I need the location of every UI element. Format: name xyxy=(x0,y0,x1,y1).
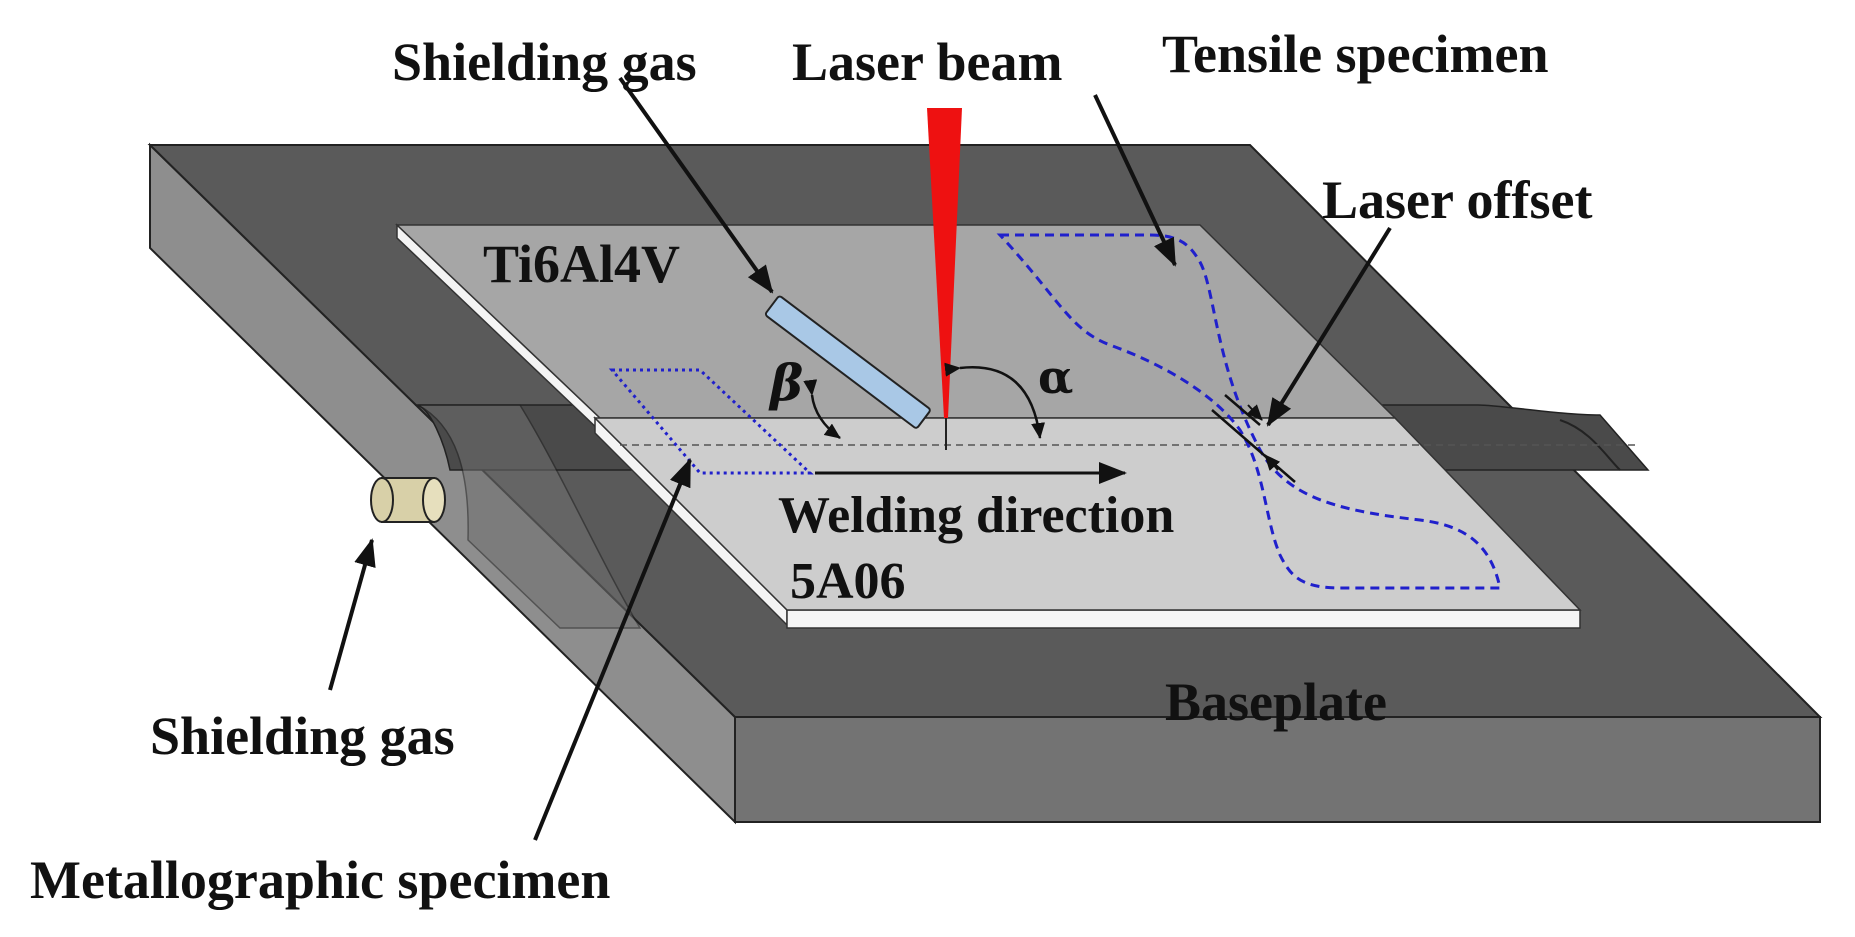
label-shielding-gas-top: Shielding gas xyxy=(392,32,697,92)
leader-shielding-gas-bottom xyxy=(328,538,376,691)
laser-beam xyxy=(927,108,962,418)
label-baseplate: Baseplate xyxy=(1165,672,1387,732)
label-welding-direction: Welding direction xyxy=(778,487,1174,544)
gas-channel-cut xyxy=(417,404,642,629)
label-laser-beam: Laser beam xyxy=(792,32,1062,92)
label-tensile-specimen: Tensile specimen xyxy=(1162,24,1549,84)
laser-offset-marker xyxy=(1211,394,1296,483)
label-metallographic-specimen: Metallographic specimen xyxy=(30,850,610,910)
label-angle-alpha: α xyxy=(1038,350,1073,404)
leader-laser-offset xyxy=(1266,226,1392,427)
alpha-angle-arc xyxy=(944,362,1046,439)
baseplate-front-face xyxy=(734,716,1821,823)
shielding-gas-nozzle xyxy=(764,295,931,429)
label-shielding-gas-bottom: Shielding gas xyxy=(150,706,455,766)
baseplate-right-notch xyxy=(1559,419,1621,471)
5a06-plate xyxy=(593,416,1640,629)
label-laser-offset: Laser offset xyxy=(1322,170,1592,230)
label-ti6al4v: Ti6Al4V xyxy=(483,234,680,294)
label-angle-beta: β xyxy=(768,353,803,412)
5a06-plate-edge-front xyxy=(786,609,1581,629)
label-5a06: 5A06 xyxy=(790,553,906,610)
5a06-plate-top xyxy=(593,417,1582,611)
tensile-specimen-outline xyxy=(996,233,1502,590)
gas-inlet-fitting xyxy=(370,477,446,523)
leader-metallographic-specimen xyxy=(533,458,692,841)
leader-shielding-gas-top xyxy=(618,76,774,294)
leader-tensile-specimen xyxy=(1093,94,1177,267)
beta-angle-arc xyxy=(803,379,841,440)
metallographic-specimen-outline xyxy=(608,368,814,475)
